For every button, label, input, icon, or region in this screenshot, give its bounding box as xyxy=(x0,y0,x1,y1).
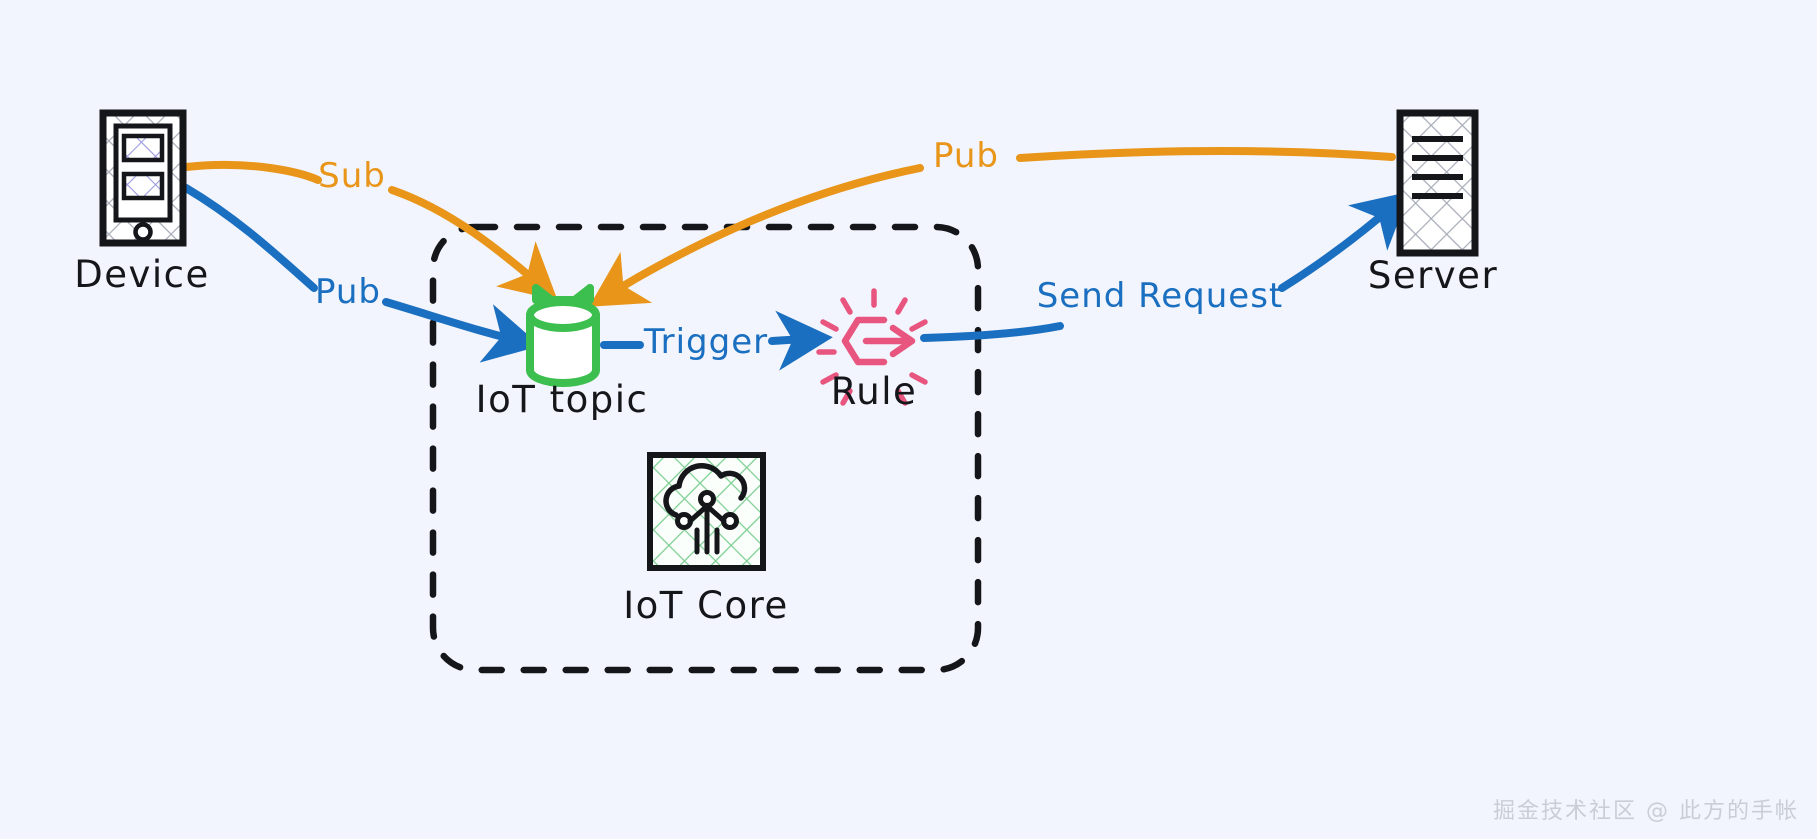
iot-core-cloud-icon xyxy=(647,452,766,571)
edge-label-device-pub: Pub xyxy=(315,272,381,312)
topic-cylinder-icon xyxy=(526,284,600,387)
node-iot-core: IoT Core xyxy=(623,452,789,627)
node-server: Server xyxy=(1368,109,1498,297)
node-label-iot-core: IoT Core xyxy=(623,584,789,627)
node-rule: Rule xyxy=(816,288,928,413)
node-label-iot-topic: IoT topic xyxy=(476,378,649,421)
server-rack-icon xyxy=(1396,109,1479,257)
watermark: 掘金技术社区 @ 此方的手帐 xyxy=(1493,799,1799,824)
edge-label-trigger: Trigger xyxy=(643,322,768,362)
edge-device-pub xyxy=(182,184,541,363)
iot-core-boundary xyxy=(429,223,982,674)
node-label-server: Server xyxy=(1368,254,1498,297)
edge-label-send-request: Send Request xyxy=(1037,276,1284,316)
mobile-device-icon xyxy=(99,109,187,247)
edge-server-pub xyxy=(589,147,1396,307)
edge-send-request xyxy=(920,191,1410,342)
node-iot-topic: IoT topic xyxy=(476,284,649,421)
edge-trigger xyxy=(600,310,833,371)
node-label-rule: Rule xyxy=(831,370,918,413)
node-device: Device xyxy=(74,109,210,296)
edge-label-sub: Sub xyxy=(318,156,386,196)
rule-burst-icon xyxy=(816,288,928,406)
edge-sub xyxy=(182,160,558,301)
node-label-device: Device xyxy=(74,253,210,296)
edge-label-server-pub: Pub xyxy=(933,136,999,176)
